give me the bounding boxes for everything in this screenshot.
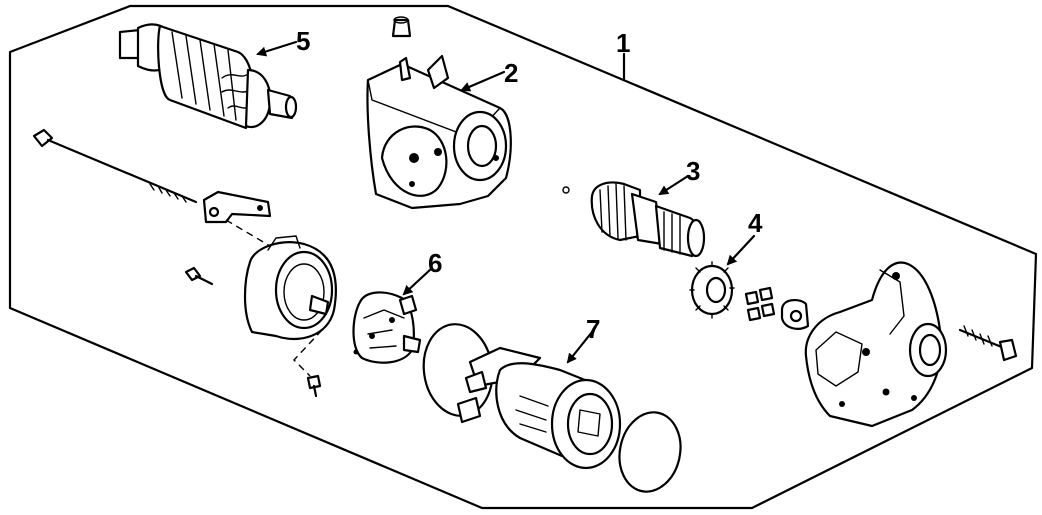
screw-small-upper	[184, 266, 214, 286]
callout-1: 1	[616, 28, 630, 58]
callout-7: 7	[586, 314, 600, 344]
leader-arrow-6	[402, 266, 434, 296]
solenoid	[456, 346, 622, 470]
leader-arrow-4	[726, 234, 756, 266]
callout-6: 6	[428, 248, 442, 278]
through-bolt-right	[958, 325, 1018, 362]
through-bolt-left	[32, 128, 198, 204]
leader-arrow-3	[658, 174, 690, 196]
o-ring-right	[618, 411, 682, 493]
steel-ball	[562, 186, 570, 194]
drive-housing	[804, 261, 948, 428]
screw-small-lower	[293, 329, 323, 398]
field-housing	[366, 16, 512, 210]
end-frame	[243, 235, 337, 340]
idler-gear	[689, 261, 735, 319]
armature	[118, 23, 298, 130]
leader-arrow-5	[256, 40, 298, 57]
leader-arrow-2	[460, 70, 506, 92]
retainer-clip	[780, 298, 810, 330]
callout-5: 5	[296, 26, 310, 56]
callout-3: 3	[686, 156, 700, 186]
callout-2: 2	[504, 58, 518, 88]
dashed-guide-upper	[225, 219, 271, 247]
callout-4: 4	[748, 208, 763, 238]
bracket	[202, 190, 272, 224]
assembly-boundary	[8, 4, 1038, 510]
rollers	[744, 286, 776, 322]
drive-gear	[590, 181, 706, 258]
brush-holder	[352, 291, 422, 364]
leader-arrow-7	[566, 330, 594, 364]
